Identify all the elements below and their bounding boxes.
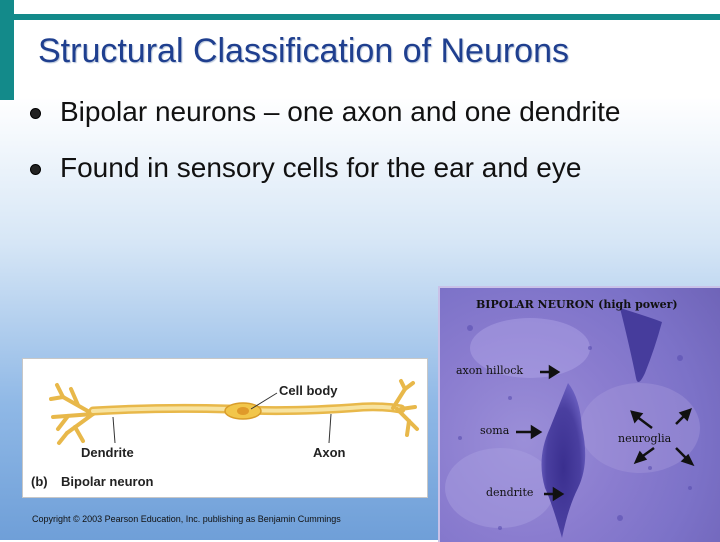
micrograph-illustration: [440, 288, 720, 542]
copyright-notice: Copyright © 2003 Pearson Education, Inc.…: [32, 514, 341, 524]
nucleus-shape: [237, 407, 249, 415]
bullet-dot-icon: [30, 164, 41, 175]
dendrite-branches: [51, 385, 93, 443]
bullet-text: Found in sensory cells for the ear and e…: [60, 152, 581, 183]
cell-body-label: Cell body: [279, 383, 338, 398]
bullet-text: Bipolar neurons – one axon and one dendr…: [60, 96, 620, 127]
slide-title: Structural Classification of Neurons: [38, 32, 569, 71]
caption-letter: (b): [31, 474, 48, 489]
upper-neuron-shape: [620, 308, 662, 382]
soma-label: soma: [480, 424, 509, 437]
bullet-item: Bipolar neurons – one axon and one dendr…: [30, 94, 670, 130]
caption-text: Bipolar neuron: [61, 474, 153, 489]
neuroglia-label: neuroglia: [618, 432, 671, 445]
bullet-item: Found in sensory cells for the ear and e…: [30, 150, 670, 186]
micrograph-title: BIPOLAR NEURON (high power): [476, 298, 678, 311]
bullet-dot-icon: [30, 108, 41, 119]
axon-label: Axon: [313, 445, 346, 460]
dendrite-micro-label: dendrite: [486, 486, 533, 499]
dendrite-label: Dendrite: [81, 445, 134, 460]
bullet-list: Bipolar neurons – one axon and one dendr…: [30, 94, 670, 206]
accent-bar-left: [0, 0, 14, 100]
axon-terminals: [393, 381, 417, 435]
micrograph-image: BIPOLAR NEURON (high power) axon hillock…: [438, 286, 720, 542]
accent-bar-top: [14, 14, 720, 20]
bipolar-neuron-diagram: Cell body Dendrite Axon (b) Bipolar neur…: [22, 358, 428, 498]
soma-shape: [541, 383, 585, 538]
axon-hillock-label: axon hillock: [456, 364, 523, 377]
